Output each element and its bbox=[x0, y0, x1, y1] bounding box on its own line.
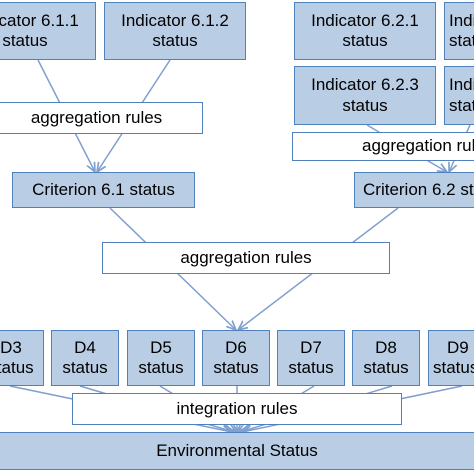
indicator-6-2-2-title: Indicator 6.2.2 bbox=[449, 10, 474, 30]
descriptor-d3-box: D3 status bbox=[0, 330, 44, 386]
indicator-6-1-2-box: Indicator 6.1.2 status bbox=[104, 2, 246, 60]
criterion-6-1-label: Criterion 6.1 status bbox=[32, 179, 175, 199]
descriptor-d3-status: status bbox=[0, 358, 34, 377]
descriptor-d6-status: status bbox=[213, 358, 259, 377]
descriptor-d8-status: status bbox=[363, 358, 409, 377]
aggregation-rules-6-2: aggregation rules bbox=[292, 132, 474, 161]
indicator-6-2-1-box: Indicator 6.2.1 status bbox=[294, 2, 436, 60]
criterion-6-2-box: Criterion 6.2 status bbox=[354, 172, 474, 208]
indicator-6-1-1-box: Indicator 6.1.1 status bbox=[0, 2, 96, 60]
indicator-6-2-3-title: Indicator 6.2.3 bbox=[311, 75, 419, 95]
indicator-6-1-1-status: status bbox=[2, 31, 48, 50]
indicator-6-2-4-title: Indicator 6.2.4 bbox=[449, 75, 474, 95]
indicator-6-2-3-status: status bbox=[342, 95, 388, 115]
descriptor-d3-name: D3 bbox=[0, 337, 22, 357]
aggregation-rules-descriptor-label: aggregation rules bbox=[180, 247, 312, 267]
descriptor-d7-name: D7 bbox=[300, 337, 322, 357]
indicator-6-2-1-status: status bbox=[342, 31, 388, 50]
integration-rules-label: integration rules bbox=[176, 398, 298, 418]
aggregation-rules-6-2-label: aggregation rules bbox=[362, 136, 474, 156]
indicator-6-2-2-box: Indicator 6.2.2 status bbox=[444, 2, 474, 60]
descriptor-d7-box: D7 status bbox=[277, 330, 345, 386]
criterion-6-2-label: Criterion 6.2 status bbox=[363, 179, 474, 199]
descriptor-d4-box: D4 status bbox=[51, 330, 119, 386]
descriptor-d8-box: D8 status bbox=[352, 330, 420, 386]
indicator-6-1-2-title: Indicator 6.1.2 bbox=[121, 10, 229, 30]
descriptor-d6-name: D6 bbox=[225, 337, 247, 357]
descriptor-d4-status: status bbox=[62, 358, 108, 377]
environmental-status-label: Environmental Status bbox=[156, 440, 318, 460]
descriptor-d9-name: D9 bbox=[447, 337, 469, 357]
descriptor-d5-name: D5 bbox=[150, 337, 172, 357]
descriptor-d4-name: D4 bbox=[74, 337, 96, 357]
aggregation-rules-descriptor: aggregation rules bbox=[102, 242, 390, 274]
indicator-6-1-2-status: status bbox=[152, 31, 198, 50]
indicator-6-2-1-title: Indicator 6.2.1 bbox=[311, 10, 419, 30]
aggregation-rules-6-1: aggregation rules bbox=[0, 102, 203, 134]
indicator-6-1-1-title: Indicator 6.1.1 bbox=[0, 10, 79, 30]
indicator-6-2-4-status: status bbox=[449, 95, 474, 115]
descriptor-d5-box: D5 status bbox=[127, 330, 195, 386]
descriptor-d6-box: D6 status bbox=[202, 330, 270, 386]
criterion-6-1-box: Criterion 6.1 status bbox=[12, 172, 195, 208]
descriptor-d8-name: D8 bbox=[375, 337, 397, 357]
indicator-6-2-3-box: Indicator 6.2.3 status bbox=[294, 66, 436, 125]
descriptor-d9-box: D9 status bbox=[428, 330, 474, 386]
descriptor-d5-status: status bbox=[138, 358, 184, 377]
descriptor-d7-status: status bbox=[288, 358, 334, 377]
indicator-6-2-4-box: Indicator 6.2.4 status bbox=[444, 66, 474, 125]
indicator-6-2-2-status: status bbox=[449, 31, 474, 50]
aggregation-rules-6-1-label: aggregation rules bbox=[30, 107, 163, 127]
environmental-status-box: Environmental Status bbox=[0, 432, 474, 470]
descriptor-d9-status: status bbox=[433, 358, 474, 377]
integration-rules: integration rules bbox=[72, 393, 402, 425]
